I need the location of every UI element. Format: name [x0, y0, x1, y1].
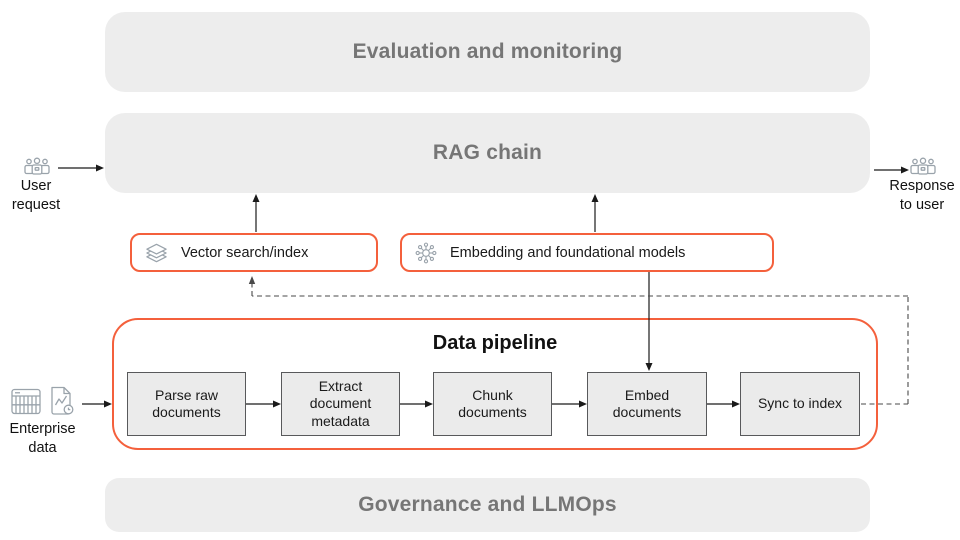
- user-request-label: User request: [11, 178, 61, 213]
- rag-chain-band: RAG chain: [105, 113, 870, 193]
- embedding-foundational-models-box: Embedding and foundational models: [400, 233, 774, 272]
- pipeline-step-sync-to-index: Sync to index: [740, 372, 860, 436]
- vector-search-index-box: Vector search/index: [130, 233, 378, 272]
- governance-llmops-band: Governance and LLMOps: [105, 478, 870, 532]
- users-icon: [910, 157, 936, 181]
- pipeline-step-parse-raw-documents: Parse raw documents: [127, 372, 246, 436]
- document-chart-icon: [48, 386, 76, 421]
- layers-icon: [144, 241, 169, 265]
- governance-llmops-label: Governance and LLMOps: [358, 493, 617, 516]
- evaluation-monitoring-band: Evaluation and monitoring: [105, 12, 870, 92]
- users-icon: [24, 157, 50, 181]
- pipeline-step-chunk-documents: Chunk documents: [433, 372, 552, 436]
- pipeline-step-extract-document-metadata: Extract document metadata: [281, 372, 400, 436]
- model-network-icon: [414, 241, 438, 265]
- enterprise-data-label: Enterprise data: [9, 421, 76, 456]
- vector-search-index-label: Vector search/index: [181, 244, 309, 261]
- pipeline-step-embed-documents: Embed documents: [587, 372, 707, 436]
- spreadsheet-icon: [11, 388, 41, 420]
- data-pipeline-title: Data pipeline: [432, 332, 558, 354]
- response-to-user-label: Response to user: [889, 178, 955, 213]
- embedding-foundational-models-label: Embedding and foundational models: [450, 244, 686, 261]
- evaluation-monitoring-label: Evaluation and monitoring: [352, 40, 623, 63]
- rag-chain-label: RAG chain: [432, 141, 543, 164]
